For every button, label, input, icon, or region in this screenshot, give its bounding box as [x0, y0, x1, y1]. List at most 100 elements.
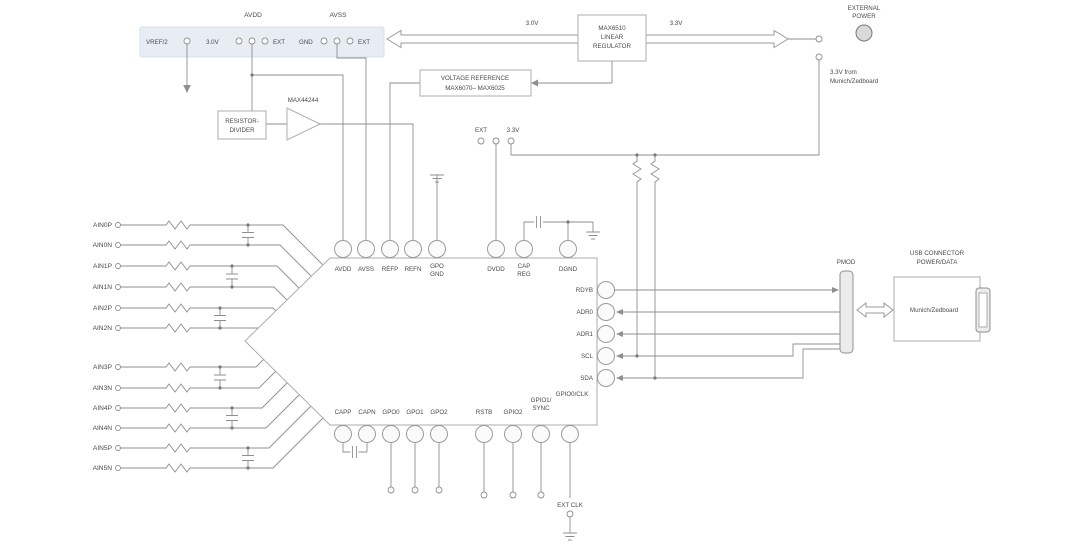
board-3v3-terminal — [815, 53, 823, 61]
pin-gpio2 — [504, 425, 522, 443]
chip-pins — [334, 240, 615, 443]
avdd-label: AVDD — [244, 12, 262, 19]
jumper-terminals — [183, 35, 823, 145]
jumper-ext-a-label: EXT — [273, 39, 285, 46]
rail-3v3-label: 3.3V — [670, 20, 684, 27]
adr0-arrow — [616, 309, 623, 315]
resistor-divider-block — [217, 110, 267, 140]
ain0n-label: AIN0N — [93, 242, 113, 249]
wires — [120, 38, 840, 541]
pin-gpo2 — [430, 425, 448, 443]
ain4p-label: AIN4P — [93, 405, 113, 412]
labels: AVDD AVSS VREF/2 3.0V EXT GND EXT 3.0V 3… — [93, 5, 965, 509]
pin-label-scl: SCL — [581, 353, 594, 360]
usb-label-1: USB CONNECTOR — [910, 250, 965, 257]
ain3n-label: AIN3N — [93, 385, 113, 392]
usb-label-2: POWER/DATA — [917, 259, 959, 266]
pin-gpo1 — [406, 425, 424, 443]
pin-label-adr0: ADR0 — [576, 309, 593, 316]
pin-label-refn: REFN — [405, 266, 422, 273]
ext-clk-terminal — [566, 510, 574, 518]
opamp-symbol — [286, 107, 322, 141]
ain2p-label: AIN2P — [93, 305, 113, 312]
sda-arrow — [616, 375, 623, 381]
external-power-jack — [855, 24, 873, 42]
pin-label-sync: SYNC — [532, 405, 550, 412]
pin-label-cap: CAP — [518, 263, 531, 270]
pin-label-capp: CAPP — [335, 409, 352, 416]
pin-label-capn: CAPN — [358, 409, 375, 416]
jumper-gnd-label: GND — [299, 39, 313, 46]
input-terminals — [115, 222, 121, 471]
pin-label-gpo1: GPO1 — [406, 409, 424, 416]
testpoint-terminals — [387, 486, 574, 518]
bus-arrow-3v3 — [645, 29, 789, 49]
pin-scl — [597, 347, 615, 365]
pin-label-gpio0-clk: GPIO0/CLK — [556, 391, 590, 398]
regulator-name: MAX6510 — [598, 25, 626, 32]
ain5p-label: AIN5P — [93, 445, 113, 452]
ain4n-label: AIN4N — [93, 425, 113, 432]
regulator-line3: REGULATOR — [593, 43, 631, 50]
pin-sda — [597, 369, 615, 387]
from-board-label-1: 3.3V from — [830, 69, 857, 76]
adr1-arrow — [616, 331, 623, 337]
usb-board-block — [893, 276, 981, 342]
pmod-usb-bus-arrow — [856, 301, 894, 319]
ain5n-label: AIN5N — [93, 465, 113, 472]
bus-arrow-3v0 — [386, 29, 579, 49]
pin-label-gpo-gnd: GND — [430, 271, 444, 278]
pin-adr1 — [597, 325, 615, 343]
vref2-terminal — [183, 37, 191, 45]
voltage-reference-block — [419, 69, 532, 97]
arrowheads — [183, 79, 839, 381]
jumper-ext-b-label: EXT — [358, 39, 370, 46]
ain1p-label: AIN1P — [93, 263, 113, 270]
pin-label-avdd: AVDD — [335, 266, 352, 273]
avss-label: AVSS — [329, 12, 347, 19]
ain0p-label: AIN0P — [93, 222, 113, 229]
pin-adr0 — [597, 303, 615, 321]
pin-refn — [404, 240, 422, 258]
junction-dots — [218, 73, 657, 470]
ain1n-label: AIN1N — [93, 284, 113, 291]
vref2-label: VREF/2 — [146, 39, 168, 46]
pin-refp — [381, 240, 399, 258]
ain2n-label: AIN2N — [93, 325, 113, 332]
pin-gpo-gnd — [428, 240, 446, 258]
usb-plug-inner — [978, 292, 988, 328]
ext-3v3-terminal — [815, 35, 823, 43]
pin-cap-reg — [515, 240, 533, 258]
regulator-block — [577, 14, 647, 62]
pin-avss — [357, 240, 375, 258]
pmod-connector — [839, 270, 854, 354]
pin-capp — [334, 425, 352, 443]
vref-block-label-2: MAX6070– MAX6025 — [445, 85, 505, 92]
dvdd-jumper-3v3-label: 3.3V — [507, 127, 521, 134]
adc-chip — [244, 257, 598, 426]
pin-label-cap-reg: REG — [517, 271, 531, 278]
pin-label-avss: AVSS — [358, 266, 374, 273]
pin-gpo0 — [382, 425, 400, 443]
pin-dvdd — [487, 240, 505, 258]
pin-label-gpo0: GPO0 — [382, 409, 400, 416]
pmod-label: PMOD — [837, 259, 856, 266]
vref2-arrow — [183, 85, 191, 93]
pin-label-adr1: ADR1 — [576, 331, 593, 338]
pin-label-gpio2: GPIO2 — [504, 409, 523, 416]
pin-label-rdyb: RDYB — [576, 287, 593, 294]
pin-avdd — [334, 240, 352, 258]
ain3p-label: AIN3P — [93, 364, 113, 371]
opamp-label: MAX44244 — [288, 97, 319, 104]
ext-clk-label: EXT CLK — [557, 502, 584, 509]
from-board-label-2: Munich/Zedboard — [830, 78, 879, 85]
scl-arrow — [616, 353, 623, 359]
jumper-3v0-label: 3.0V — [206, 39, 220, 46]
res-divider-label-2: DIVIDER — [229, 127, 255, 134]
board-label: Munich/Zedboard — [910, 307, 959, 314]
pin-label-gpo: GPO — [430, 263, 444, 270]
pin-gpio0-clk — [561, 425, 579, 443]
rail-3v0-label: 3.0V — [526, 20, 540, 27]
